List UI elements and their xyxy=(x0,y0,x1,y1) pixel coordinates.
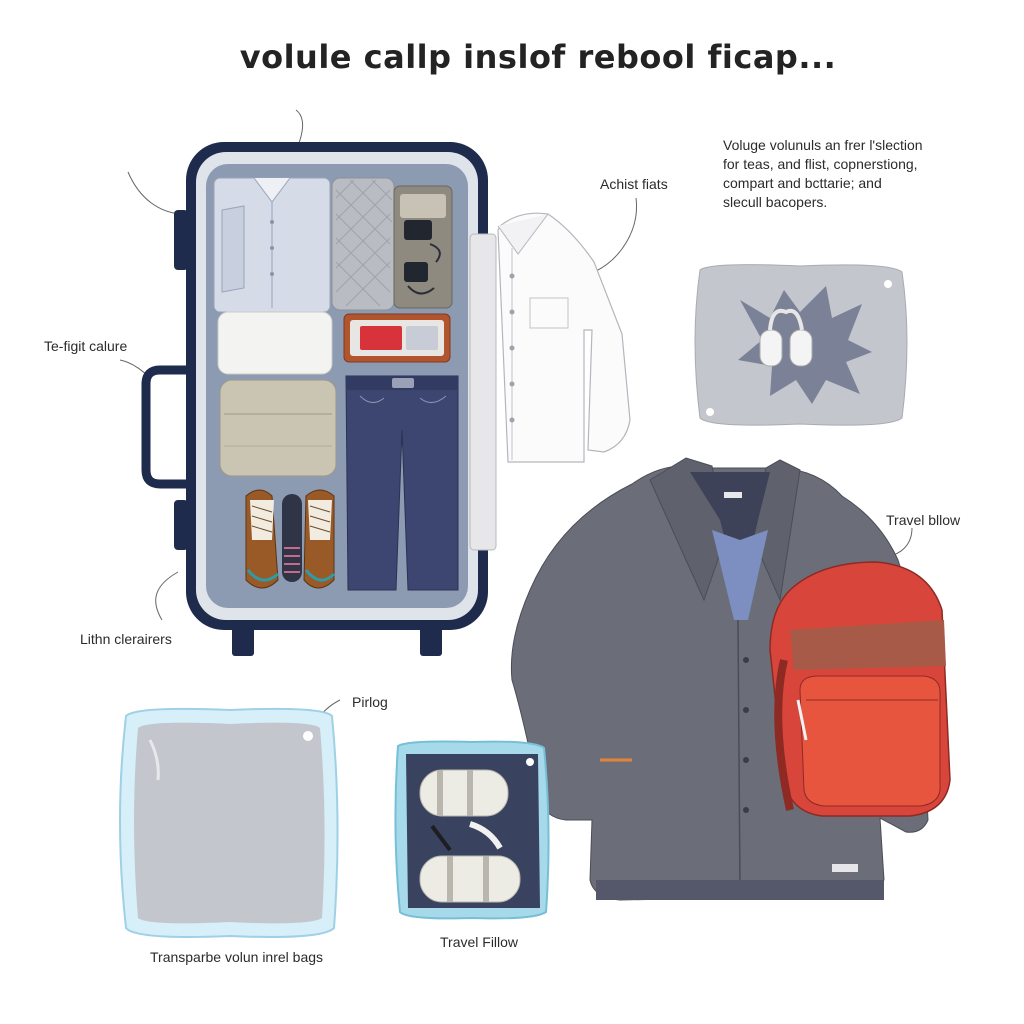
label-travel-fillow: Travel Fillow xyxy=(440,934,519,950)
folded-towel xyxy=(217,311,333,375)
description-block: Voluge volunuls an frer l'slection for t… xyxy=(723,136,983,212)
tech-organizer xyxy=(393,185,453,309)
card-wallet xyxy=(343,313,451,363)
label-transparbe-bags: Transparbe volun inrel bags xyxy=(150,949,324,965)
white-shirt xyxy=(469,212,631,551)
description-line: slecull bacopers. xyxy=(723,194,828,210)
label-te-fight-calure: Te-figit calure xyxy=(44,338,128,354)
label-achist-fiats: Achist fiats xyxy=(600,176,668,192)
folded-sweater xyxy=(219,379,337,477)
red-backpack xyxy=(769,561,951,817)
suitcase-side-handle xyxy=(141,365,186,489)
earbud-pillow xyxy=(694,264,908,426)
quilted-pouch xyxy=(331,177,395,311)
description-line: Voluge volunuls an frer l'slection xyxy=(723,137,923,153)
jeans xyxy=(345,375,459,591)
suitcase xyxy=(141,142,488,656)
label-travel-bllow: Travel bllow xyxy=(886,512,961,528)
page-title: volule callp inslof rebool ficap... xyxy=(239,38,837,76)
rolled-socks xyxy=(282,494,302,582)
label-pirlog: Pirlog xyxy=(352,694,388,710)
vacuum-bag-pillow xyxy=(119,707,339,938)
label-lithn-clerairers: Lithn clerairers xyxy=(80,631,172,647)
description-line: for teas, and flist, copnerstiong, xyxy=(723,156,918,172)
travel-roll-bag xyxy=(394,740,550,920)
shoes xyxy=(245,489,336,589)
folded-shirt xyxy=(213,177,331,313)
description-line: compart and bcttarie; and xyxy=(723,175,882,191)
